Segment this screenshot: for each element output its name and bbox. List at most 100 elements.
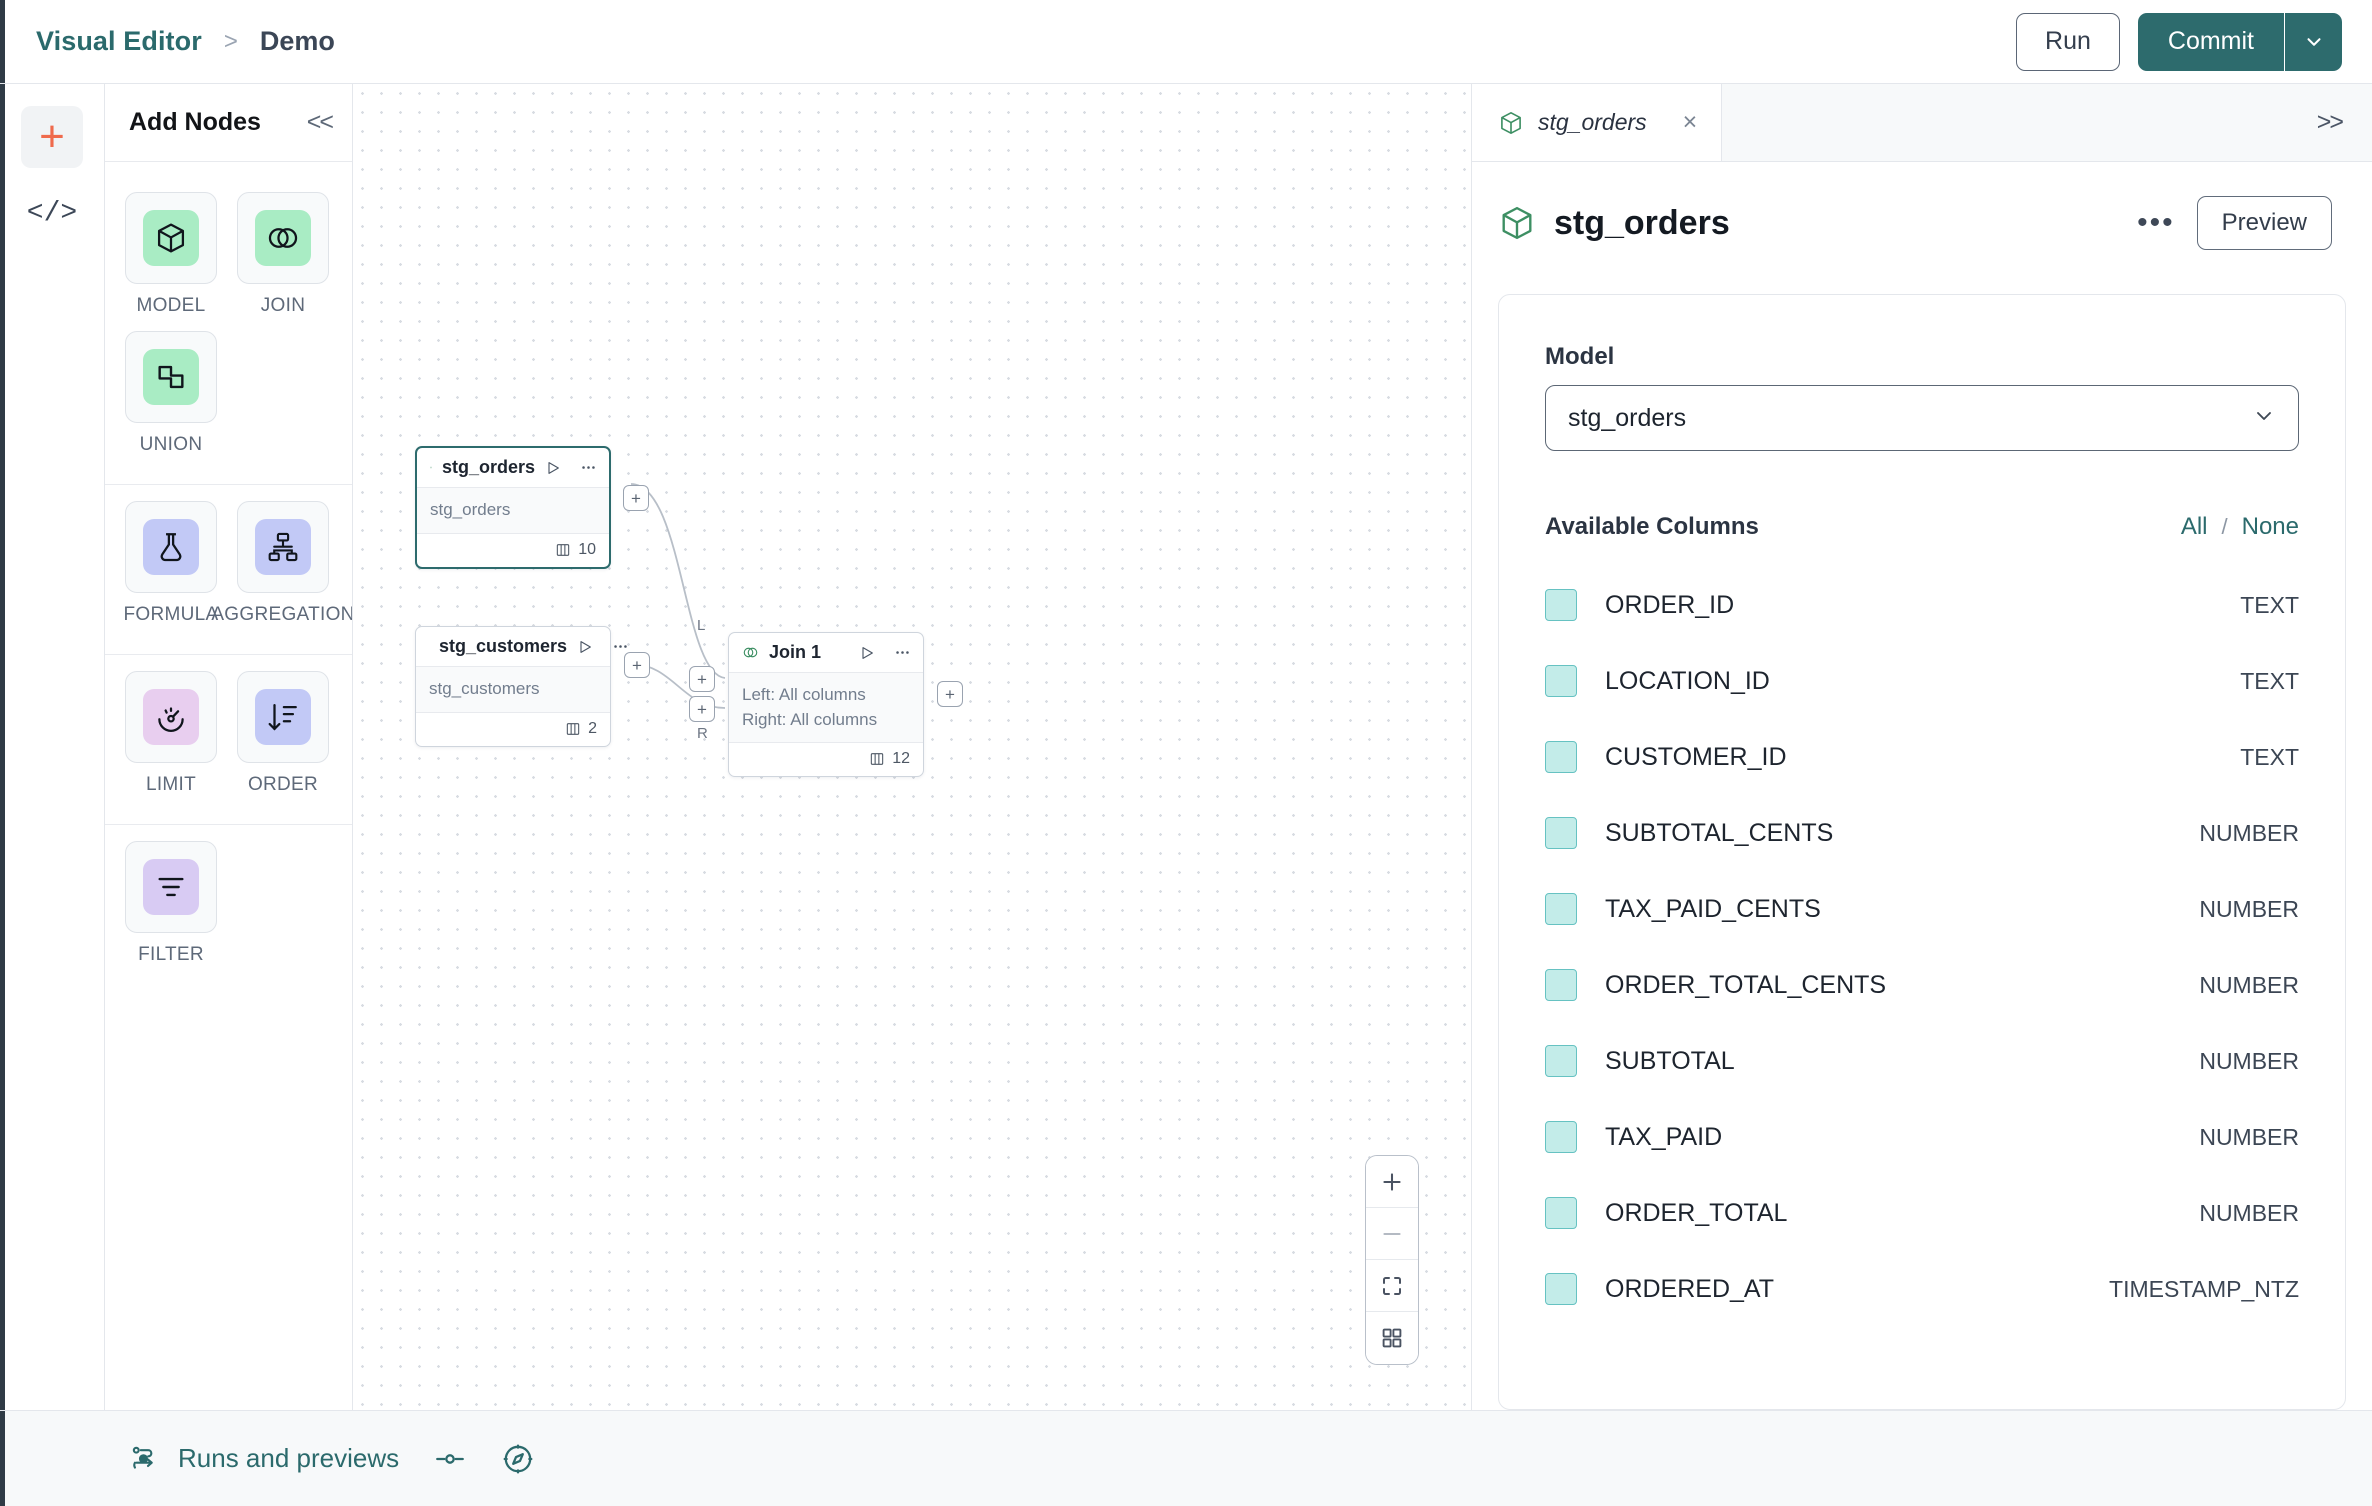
zoom-out-button[interactable]	[1366, 1208, 1418, 1260]
node-label: AGGREGATION	[211, 604, 352, 625]
column-row[interactable]: ORDER_TOTAL_CENTS NUMBER	[1545, 947, 2299, 1023]
breadcrumb-demo[interactable]: Demo	[259, 26, 335, 56]
column-checkbox[interactable]	[1545, 1045, 1577, 1077]
breadcrumb-visual-editor[interactable]: Visual Editor	[36, 26, 202, 56]
play-icon	[548, 461, 559, 474]
node-item-filter[interactable]: FILTER	[125, 841, 217, 966]
close-icon[interactable]: ×	[1682, 108, 1698, 136]
column-checkbox[interactable]	[1545, 893, 1577, 925]
cube-icon	[157, 223, 185, 253]
right-input-port[interactable]: +	[689, 696, 715, 722]
output-port-add-button[interactable]: +	[623, 485, 649, 511]
column-checkbox[interactable]	[1545, 665, 1577, 697]
commit-dropdown-button[interactable]	[2284, 12, 2342, 71]
zoom-controls	[1365, 1155, 1419, 1365]
column-row[interactable]: SUBTOTAL NUMBER	[1545, 1023, 2299, 1099]
node-menu-button[interactable]	[894, 644, 911, 661]
fit-view-button[interactable]	[1366, 1260, 1418, 1312]
left-input-port[interactable]: +	[689, 666, 715, 692]
output-port-add-button[interactable]: +	[937, 681, 963, 707]
column-checkbox[interactable]	[1545, 741, 1577, 773]
grid-toggle-icon	[1382, 1328, 1402, 1348]
grid-toggle-button[interactable]	[1366, 1312, 1418, 1364]
column-row[interactable]: LOCATION_ID TEXT	[1545, 643, 2299, 719]
node-label: JOIN	[260, 295, 306, 316]
model-select-value: stg_orders	[1568, 403, 1687, 432]
select-separator: /	[2221, 514, 2228, 539]
run-node-button[interactable]	[859, 645, 875, 661]
node-row: FILTER	[105, 841, 352, 980]
node-item-join[interactable]: JOIN	[237, 192, 329, 317]
column-row[interactable]: CUSTOMER_ID TEXT	[1545, 719, 2299, 795]
top-bar: Visual Editor > Demo Run Commit	[0, 0, 2372, 84]
zoom-out-icon	[1383, 1232, 1401, 1235]
node-tile	[125, 671, 217, 763]
node-item-model[interactable]: MODEL	[125, 192, 217, 317]
node-item-formula[interactable]: FORMULA	[124, 501, 218, 626]
more-horizontal-icon[interactable]: •••	[2137, 206, 2175, 239]
top-bar-actions: Run Commit	[2016, 12, 2342, 71]
flow-node-body: Left: All columns Right: All columns	[729, 673, 923, 744]
column-row[interactable]: ORDER_ID TEXT	[1545, 567, 2299, 643]
run-node-button[interactable]	[577, 639, 593, 655]
column-checkbox[interactable]	[1545, 1197, 1577, 1229]
column-checkbox[interactable]	[1545, 589, 1577, 621]
tab-stg-orders[interactable]: stg_orders ×	[1472, 84, 1723, 161]
flow-node-stg-customers[interactable]: stg_customers stg_customers 2 +	[415, 626, 650, 747]
flow-node-stg-orders[interactable]: stg_orders stg_orders 10 +	[415, 446, 649, 569]
select-none-link[interactable]: None	[2241, 513, 2299, 540]
slider-icon[interactable]	[433, 1442, 467, 1476]
runs-and-previews-button[interactable]: Runs and previews	[128, 1443, 399, 1475]
sort-icon	[268, 703, 297, 731]
column-checkbox[interactable]	[1545, 817, 1577, 849]
node-label: FILTER	[138, 944, 204, 965]
node-tile	[237, 501, 329, 593]
zoom-in-button[interactable]	[1366, 1156, 1418, 1208]
model-select[interactable]: stg_orders	[1545, 385, 2299, 451]
column-row[interactable]: ORDER_TOTAL NUMBER	[1545, 1175, 2299, 1251]
flow-node-title: stg_orders	[441, 457, 535, 477]
details-card: Model stg_orders Available Columns All /…	[1498, 294, 2346, 1410]
code-view-rail-button[interactable]: </>	[21, 182, 83, 244]
preview-button[interactable]: Preview	[2196, 196, 2332, 250]
node-swatch	[143, 519, 199, 575]
column-row[interactable]: SUBTOTAL_CENTS NUMBER	[1545, 795, 2299, 871]
select-all-link[interactable]: All	[2180, 513, 2208, 540]
node-group-refine: LIMIT ORDER	[105, 654, 352, 816]
column-type: NUMBER	[2199, 971, 2299, 998]
column-type: TEXT	[2240, 743, 2299, 770]
add-nodes-title: Add Nodes	[129, 108, 261, 136]
run-node-button[interactable]	[545, 460, 561, 476]
column-checkbox[interactable]	[1545, 969, 1577, 1001]
flow-node-title: Join 1	[769, 642, 822, 662]
flow-node-join-1[interactable]: Join 1 Left: All columns Right: All colu…	[689, 617, 963, 778]
column-checkbox[interactable]	[1545, 1121, 1577, 1153]
node-swatch	[143, 689, 199, 745]
add-node-rail-button[interactable]: +	[21, 106, 83, 168]
node-group-sources: MODEL JOIN	[105, 176, 352, 476]
compass-icon[interactable]	[501, 1442, 535, 1476]
column-row[interactable]: TAX_PAID_CENTS NUMBER	[1545, 871, 2299, 947]
flow-canvas[interactable]: stg_orders stg_orders 10 +	[353, 84, 1472, 1410]
flow-node-header: stg_orders	[417, 448, 609, 488]
node-item-order[interactable]: ORDER	[237, 671, 329, 796]
expand-panel-button[interactable]: >>	[2316, 108, 2344, 136]
collapse-panel-button[interactable]: <<	[306, 108, 334, 136]
column-checkbox[interactable]	[1545, 1273, 1577, 1305]
node-item-limit[interactable]: LIMIT	[125, 671, 217, 796]
run-button[interactable]: Run	[2016, 12, 2120, 71]
pipeline-icon	[128, 1443, 160, 1475]
node-tile	[237, 192, 329, 284]
column-row[interactable]: TAX_PAID NUMBER	[1545, 1099, 2299, 1175]
column-row[interactable]: ORDERED_AT TIMESTAMP_NTZ	[1545, 1251, 2299, 1327]
node-item-aggregation[interactable]: AGGREGATION	[211, 501, 352, 626]
commit-button[interactable]: Commit	[2137, 12, 2284, 71]
node-swatch	[143, 859, 199, 915]
output-port-add-button[interactable]: +	[624, 652, 650, 678]
node-item-union[interactable]: UNION	[125, 331, 217, 456]
node-menu-button[interactable]	[580, 459, 597, 476]
icon-rail: + </>	[0, 84, 105, 1410]
column-name: SUBTOTAL_CENTS	[1605, 818, 1834, 847]
node-menu-button[interactable]	[612, 638, 629, 655]
node-row: LIMIT ORDER	[105, 671, 352, 810]
